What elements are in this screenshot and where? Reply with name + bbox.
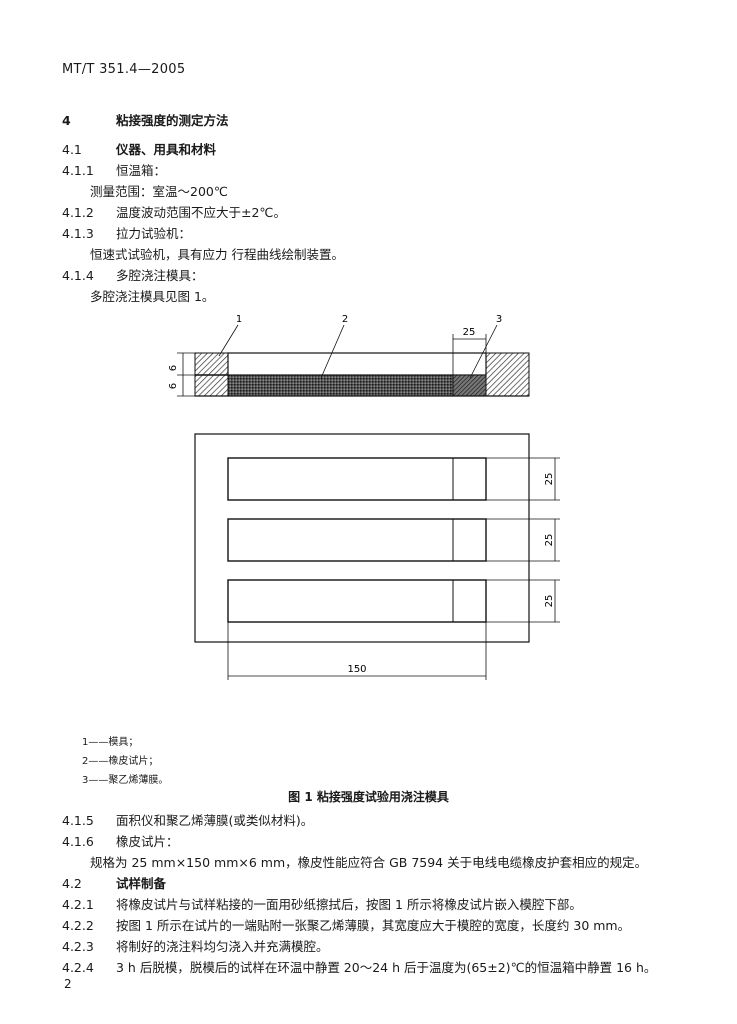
figure-caption: 图 1 粘接强度试验用浇注模具 [288,790,449,804]
clause-4-2-4: 4.2.4 3 h 后脱模，脱模后的试样在环温中静置 20～24 h 后于温度为(… [62,957,656,976]
clause-4-1-1-body: 测量范围：室温～200℃ [90,184,228,199]
leader-line [469,324,498,379]
callout-1: 1 [236,314,242,325]
cavity-1 [227,457,487,501]
clause-number: 4.1.4 [62,268,94,283]
dim-top-width: 25 [463,327,476,338]
leader-line [320,324,345,379]
clause-title: 多腔浇注模具： [116,268,204,283]
clause-4-1-5: 4.1.5 面积仪和聚乙烯薄膜(或类似材料)。 [62,810,313,829]
clause-title: 仪器、用具和材料 [116,142,217,157]
mold-cavity [227,352,487,376]
section-title: 粘接强度的测定方法 [116,113,229,128]
dim-width-1: 25 [544,473,555,486]
clause-number: 4.2 [62,876,82,891]
section-number: 4 [62,113,71,128]
dim-width-2: 25 [544,534,555,547]
mold-right-wall [485,352,530,397]
clause-4-1-3-body: 恒速式试验机，具有应力 行程曲线绘制装置。 [90,247,344,262]
clause-text: 按图 1 所示在试片的一端贴附一张聚乙烯薄膜，其宽度应大于模腔的宽度，长度约 3… [116,918,631,933]
clause-number: 4.1.1 [62,163,94,178]
clause-number: 4.1.2 [62,205,94,220]
clause-number: 4.1.3 [62,226,94,241]
dim-thickness-b: 6 [168,383,179,389]
clause-4-1-6: 4.1.6 橡皮试片： [62,831,179,850]
clause-number: 4.1 [62,142,82,157]
polyethylene-film-section [452,374,487,397]
clause-title: 拉力试验机： [116,226,192,241]
clause-text: 将制好的浇注料均匀浇入并充满模腔。 [116,939,329,954]
rubber-specimen-section [227,374,454,397]
clause-4-1-4: 4.1.4 多腔浇注模具： [62,265,204,284]
leader-line [218,324,239,357]
clause-number: 4.2.1 [62,897,94,912]
clause-number: 4.2.2 [62,918,94,933]
callout-2: 2 [342,314,348,325]
dim-thickness-a: 6 [168,365,179,371]
clause-4-2-2: 4.2.2 按图 1 所示在试片的一端贴附一张聚乙烯薄膜，其宽度应大于模腔的宽度，… [62,915,630,934]
clause-text: 温度波动范围不应大于±2℃。 [116,205,286,220]
clause-text: 将橡皮试片与试样粘接的一面用砂纸擦拭后，按图 1 所示将橡皮试片嵌入模腔下部。 [116,897,582,912]
subsection-4-1: 4.1 仪器、用具和材料 [62,139,216,158]
clause-number: 4.1.6 [62,834,94,849]
section-heading: 4 粘接强度的测定方法 [62,110,229,129]
clause-number: 4.1.5 [62,813,94,828]
clause-4-1-6-body: 规格为 25 mm×150 mm×6 mm，橡皮性能应符合 GB 7594 关于… [90,855,648,870]
legend-item-2: 2——橡皮试片； [82,756,159,767]
clause-title: 恒温箱： [116,163,167,178]
clause-title: 橡皮试片： [116,834,179,849]
clause-number: 4.2.3 [62,939,94,954]
legend-item-1: 1——模具； [82,737,139,748]
plan-view: 25 25 25 150 [194,433,560,680]
clause-4-2-3: 4.2.3 将制好的浇注料均匀浇入并充满模腔。 [62,936,329,955]
dim-width-3: 25 [544,595,555,608]
clause-4-1-2: 4.1.2 温度波动范围不应大于±2℃。 [62,202,286,221]
document-header: MT/T 351.4—2005 [62,62,186,77]
figure-1-drawing: 6 6 25 1 2 3 25 25 25 [168,314,560,680]
cavity-2 [227,518,487,562]
dim-length: 150 [347,664,366,675]
legend-item-3: 3——聚乙烯薄膜。 [82,775,169,786]
clause-4-1-3: 4.1.3 拉力试验机： [62,223,191,242]
clause-text: 3 h 后脱模，脱模后的试样在环温中静置 20～24 h 后于温度为(65±2)… [116,960,657,975]
page-number: 2 [64,977,72,991]
clause-4-1-4-body: 多腔浇注模具见图 1。 [90,289,215,304]
cavity-3 [227,579,487,623]
clause-title: 试样制备 [116,876,167,891]
clause-text: 面积仪和聚乙烯薄膜(或类似材料)。 [116,813,314,828]
clause-4-1-1: 4.1.1 恒温箱： [62,160,166,179]
cross-section-view: 6 6 25 1 2 3 [168,314,530,397]
clause-4-2-1: 4.2.1 将橡皮试片与试样粘接的一面用砂纸擦拭后，按图 1 所示将橡皮试片嵌入模… [62,894,582,913]
callout-3: 3 [496,314,502,325]
clause-number: 4.2.4 [62,960,94,975]
subsection-4-2: 4.2 试样制备 [62,873,166,892]
